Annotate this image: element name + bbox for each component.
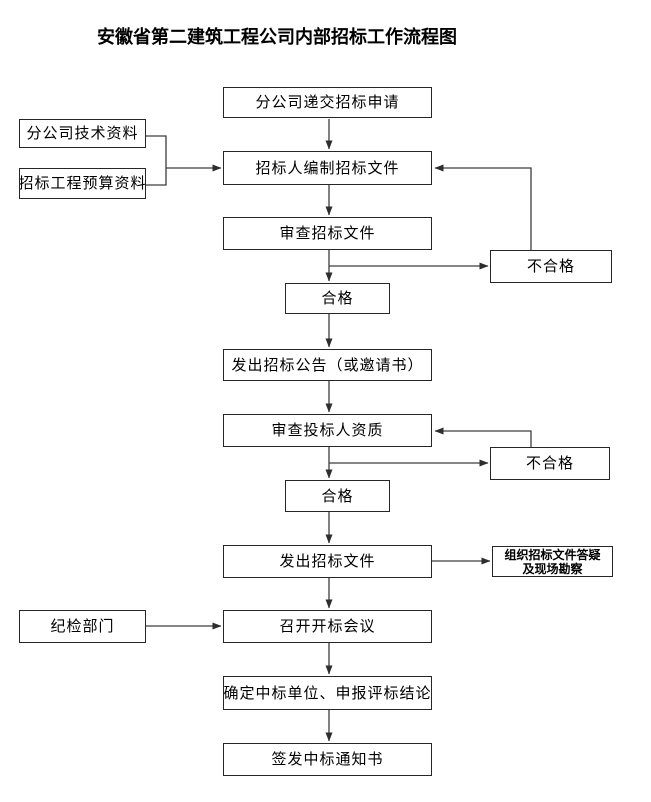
flow-node-label: 召开开标会议 <box>279 617 376 635</box>
flow-node-label-line2: 及现场勘察 <box>522 561 583 576</box>
flow-node-qualified-2: 合格 <box>285 480 390 512</box>
flow-node-label: 招标人编制招标文件 <box>255 158 400 177</box>
flow-node-label: 不合格 <box>526 257 575 275</box>
flow-node-label: 招标工程预算资料 <box>19 174 146 192</box>
flow-node-label: 不合格 <box>525 454 574 472</box>
flow-node-organize-qa: 组织招标文件答疑及现场勘察 <box>492 546 613 577</box>
flow-node-label: 合格 <box>321 486 354 505</box>
flow-node-submit-application: 分公司递交招标申请 <box>223 87 432 118</box>
connector-unqualified2-feedback <box>434 427 532 447</box>
flow-node-label: 发出招标文件 <box>279 552 376 570</box>
flow-node-label: 分公司技术资料 <box>26 124 139 142</box>
flow-node-unqualified-2: 不合格 <box>490 447 610 480</box>
flow-node-bid-opening: 召开开标会议 <box>223 610 432 643</box>
connector-left-inputs-bracket <box>146 135 167 186</box>
flow-node-label: 发出招标公告（或邀请书） <box>231 355 424 374</box>
flow-node-issue-notification: 签发中标通知书 <box>223 743 432 776</box>
flow-node-qualified-1: 合格 <box>285 283 390 314</box>
flow-node-label: 审查招标文件 <box>279 224 376 242</box>
flow-node-label: 纪检部门 <box>50 617 115 635</box>
flow-node-discipline-dept: 纪检部门 <box>19 610 146 643</box>
flow-node-label: 分公司递交招标申请 <box>255 93 400 111</box>
diagram-title: 安徽省第二建筑工程公司内部招标工作流程图 <box>97 27 457 48</box>
connector-unqualified1-feedback <box>434 164 532 250</box>
flow-node-issue-announcement: 发出招标公告（或邀请书） <box>223 349 432 381</box>
flow-node-review-bidders: 审查投标人资质 <box>223 414 432 447</box>
flow-node-label: 组织招标文件答疑 <box>504 547 601 562</box>
flow-node-label: 合格 <box>321 289 354 307</box>
flow-node-issue-documents: 发出招标文件 <box>223 545 432 578</box>
flow-node-label: 审查投标人资质 <box>271 421 384 439</box>
flow-node-determine-winner: 确定中标单位、申报评标结论 <box>223 676 432 710</box>
flow-node-compile-documents: 招标人编制招标文件 <box>223 151 432 185</box>
flow-node-unqualified-1: 不合格 <box>490 250 612 283</box>
flow-node-label: 签发中标通知书 <box>271 750 384 768</box>
flow-node-budget-data: 招标工程预算资料 <box>19 168 146 199</box>
flow-node-label: 确定中标单位、申报评标结论 <box>223 683 432 702</box>
flow-node-tech-data: 分公司技术资料 <box>19 119 146 148</box>
flow-node-review-documents: 审查招标文件 <box>223 217 432 250</box>
